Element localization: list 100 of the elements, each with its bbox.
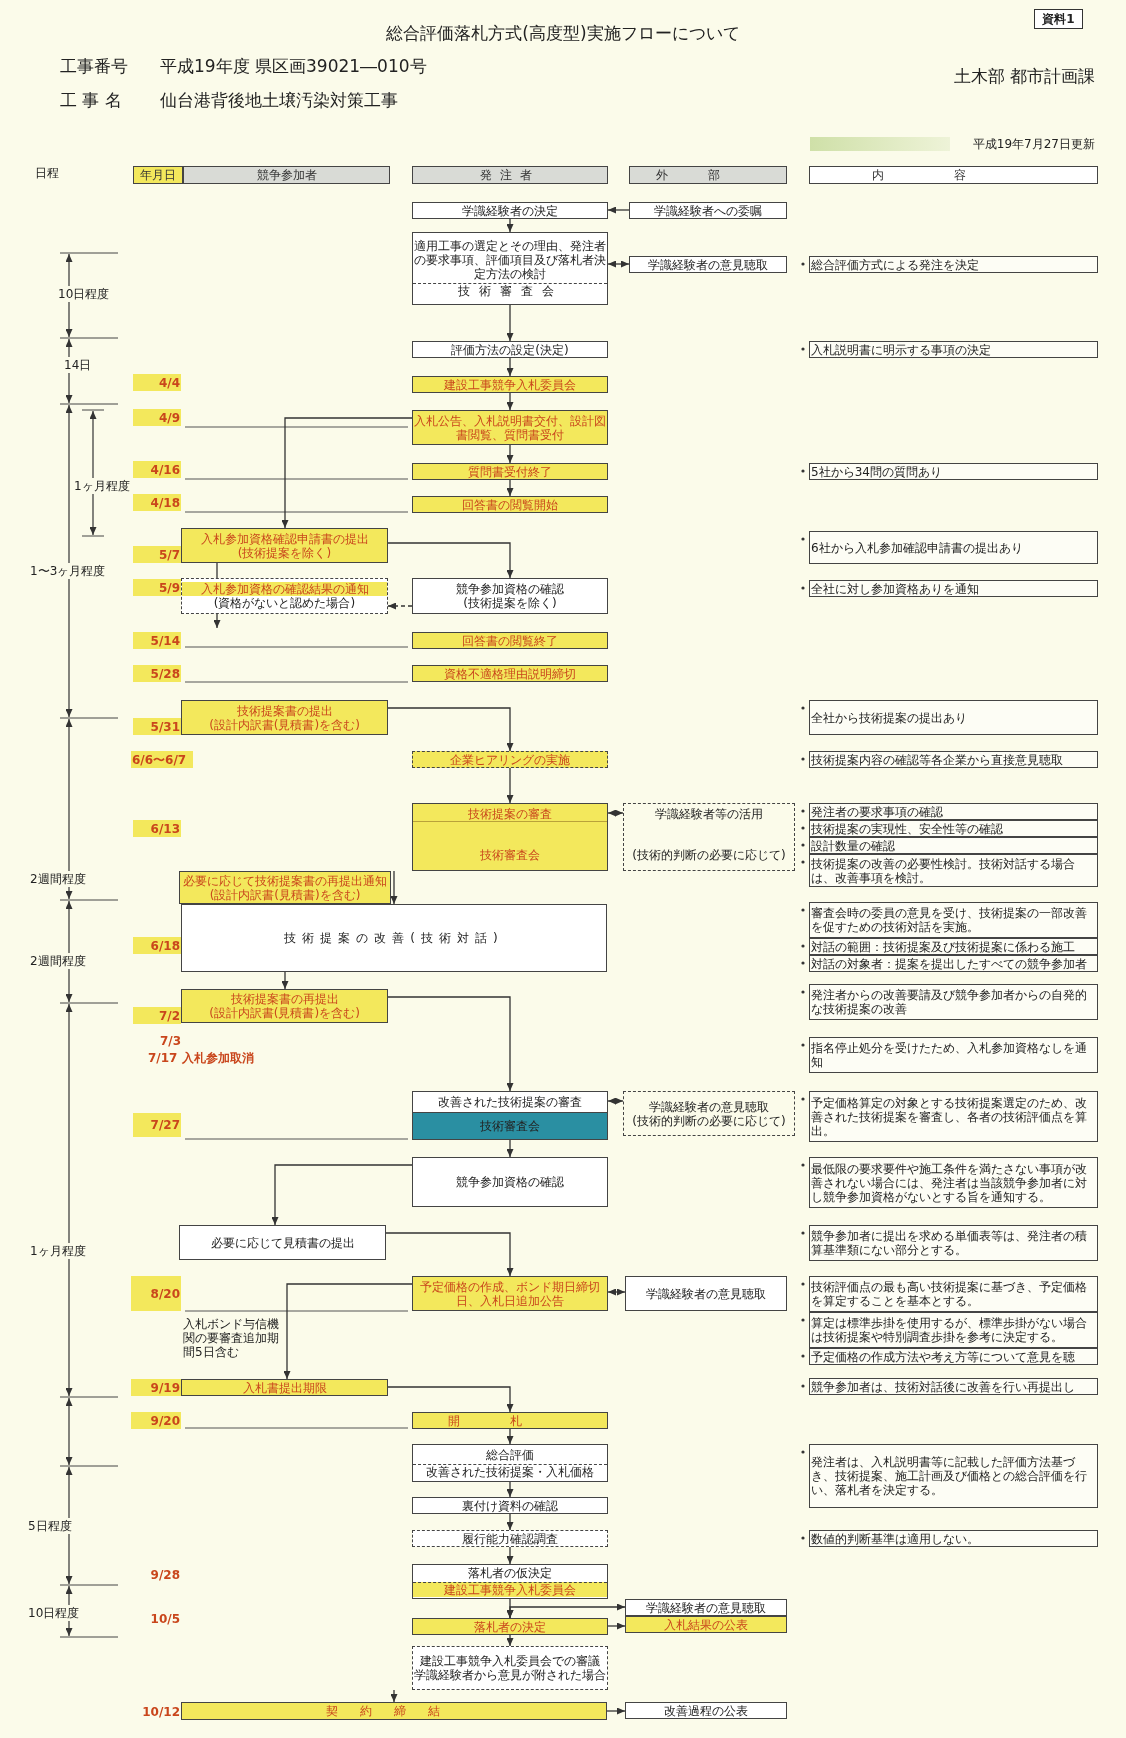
process-box — [181, 1379, 388, 1396]
duration-label: 1〜3ヶ月程度 — [30, 563, 106, 579]
date-tag — [133, 409, 181, 426]
note-box — [809, 1037, 1098, 1073]
process-box — [625, 1616, 787, 1633]
box-label: 学識経験者から意見が附された場合 — [413, 1668, 607, 1682]
flow-arrow — [506, 304, 514, 342]
info-label: 工事番号 — [60, 56, 128, 76]
box-label: 全社から技術提案の提出あり — [810, 710, 968, 725]
note-box — [809, 820, 1098, 837]
box-label: 6/13 — [149, 821, 181, 836]
box-label: 技術提案書の提出 — [235, 703, 334, 718]
process-box — [181, 700, 388, 735]
flow-arrow — [506, 767, 514, 804]
box-label: 対話の範囲：技術提案及び技術提案に係わる施工 — [810, 939, 1076, 954]
column-header — [629, 166, 787, 184]
date-tag — [133, 665, 181, 682]
note-box — [809, 1444, 1098, 1508]
box-label: 算定は標準歩掛を使用するが、標準歩掛がない場合は技術提案や特別調査歩掛を参考に決定する。 — [810, 1316, 1088, 1344]
flow-arrow — [606, 1707, 626, 1715]
date-tag — [133, 1007, 181, 1024]
box-label: 競争参加者は、技術対話後に改善を行い再提出し — [810, 1379, 1076, 1394]
duration-label: 1ヶ月程度 — [30, 1243, 86, 1259]
box-label: 技術提案の実現性、安全性等の確認 — [810, 821, 1004, 836]
box-label: 発注者 — [479, 168, 541, 182]
process-box — [412, 578, 608, 614]
box-label: 改善された技術提案・入札価格 — [413, 1463, 607, 1479]
note-box — [809, 984, 1098, 1020]
date-tag — [133, 579, 181, 596]
flow-arrow — [506, 1513, 514, 1531]
note-box — [809, 580, 1098, 597]
box-label: 7/2 — [157, 1008, 181, 1023]
flow-arrow — [387, 996, 514, 1092]
box-label: 必要に応じて見積書の提出 — [209, 1235, 356, 1250]
process-box — [412, 751, 608, 768]
note-box — [809, 1276, 1098, 1312]
box-label: 5/14 — [149, 633, 181, 648]
box-label: 必要に応じて技術提案書の再提出通知 — [182, 873, 388, 888]
box-label: 4/18 — [149, 495, 181, 510]
process-box — [412, 1497, 608, 1514]
box-label: 4/4 — [157, 375, 181, 390]
note-box — [809, 1225, 1098, 1261]
flow-arrow — [607, 260, 630, 268]
process-box — [412, 1564, 608, 1599]
department-label: 土木部 都市計画課 — [952, 66, 1095, 86]
box-label: (技術的判断の必要に応じて) — [631, 1113, 787, 1128]
box-label: 6/18 — [149, 938, 181, 953]
flow-arrow — [506, 392, 514, 411]
process-box — [181, 904, 607, 972]
process-box — [412, 341, 608, 358]
box-label: 契約締結 — [325, 1704, 463, 1718]
box-label: 質問書受付終了 — [467, 464, 553, 479]
process-box — [625, 1599, 787, 1616]
duration-label: 1ヶ月程度 — [74, 478, 130, 494]
flow-arrow — [390, 1689, 398, 1703]
note-box — [809, 1530, 1098, 1547]
box-label: 総合評価 — [485, 1447, 535, 1462]
box-label: 5/31 — [149, 719, 181, 734]
note-box — [809, 955, 1098, 972]
box-label: 技術提案の改善の必要性検討。技術対話する場合は、改善事項を検討。 — [810, 856, 1076, 885]
date-tag — [131, 1379, 181, 1396]
date-label: 9/28 — [149, 1568, 180, 1582]
box-label: 5/28 — [149, 666, 181, 681]
process-box — [412, 665, 608, 682]
box-label: 6/6〜6/7 — [131, 752, 188, 767]
process-box — [412, 1444, 608, 1482]
box-label: (技術提案を除く) — [462, 596, 558, 610]
note-box — [809, 837, 1098, 854]
date-tag — [133, 494, 181, 511]
box-label: 履行能力確認調査 — [461, 1531, 559, 1546]
date-tag — [131, 1412, 181, 1429]
flow-arrow — [506, 1546, 514, 1565]
box-label: 年月日 — [139, 168, 177, 182]
flow-arrow — [506, 357, 514, 377]
external-box — [623, 803, 795, 871]
process-box — [412, 1157, 608, 1207]
flow-arrow — [385, 1232, 514, 1277]
box-label: 建設工事競争入札委員会 — [413, 1582, 607, 1597]
flow-arrow — [281, 971, 289, 990]
date-tag — [133, 718, 181, 735]
note-box — [809, 463, 1098, 480]
flow-arrow — [390, 870, 398, 905]
process-box — [412, 1091, 608, 1140]
box-label: 5/9 — [157, 580, 181, 595]
note-box — [809, 1312, 1098, 1348]
note-box — [809, 1157, 1098, 1208]
process-box — [625, 1276, 787, 1311]
box-label: (設計内訳書(見積書)を含む) — [208, 887, 362, 902]
flow-arrow — [271, 1164, 413, 1226]
box-label: 競争参加者 — [255, 168, 318, 182]
process-box — [181, 528, 388, 563]
flow-arrow — [607, 1288, 626, 1296]
flow-arrow — [506, 479, 514, 497]
process-box — [629, 202, 787, 219]
box-label: 最低限の要求要件や施工条件を満たさない事項が改善されない場合には、発注者は当該競争参加者に対し競争参加資格がないとする旨を通知する。 — [810, 1161, 1088, 1204]
process-box — [412, 1530, 608, 1547]
flow-arrow — [506, 1139, 514, 1158]
box-label: 4/9 — [157, 410, 181, 425]
box-label: 回答書の閲覧開始 — [461, 497, 559, 512]
column-header — [133, 166, 183, 184]
